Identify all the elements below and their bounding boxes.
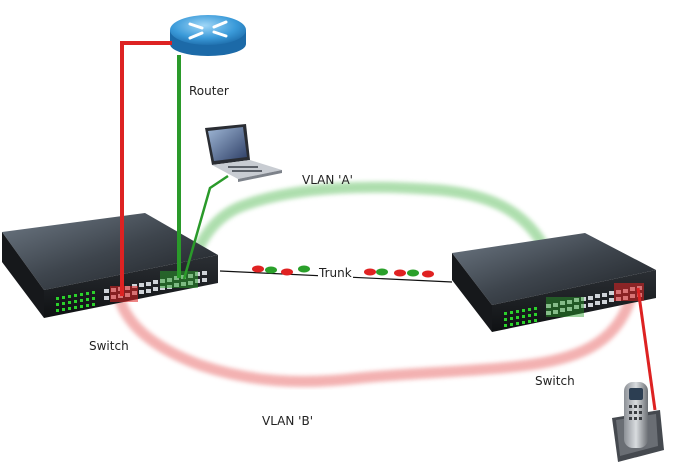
switch-icon <box>452 233 656 332</box>
vlan-a-label: VLAN 'A' <box>302 173 353 187</box>
switch-icon <box>2 213 218 318</box>
switch-right-label: Switch <box>535 374 575 388</box>
vlan-b-halo <box>114 294 636 388</box>
vlan-b-uplink <box>120 41 172 296</box>
router-icon <box>170 15 246 56</box>
vlan-b-label: VLAN 'B' <box>262 414 313 428</box>
laptop-icon <box>205 124 282 182</box>
laptop-link <box>182 174 229 280</box>
cordless-phone-icon <box>612 382 664 462</box>
router-label: Router <box>189 84 229 98</box>
trunk-packets <box>252 265 434 278</box>
switch-left-label: Switch <box>89 339 129 353</box>
trunk-label: Trunk <box>318 266 353 280</box>
phone-link <box>636 287 657 411</box>
